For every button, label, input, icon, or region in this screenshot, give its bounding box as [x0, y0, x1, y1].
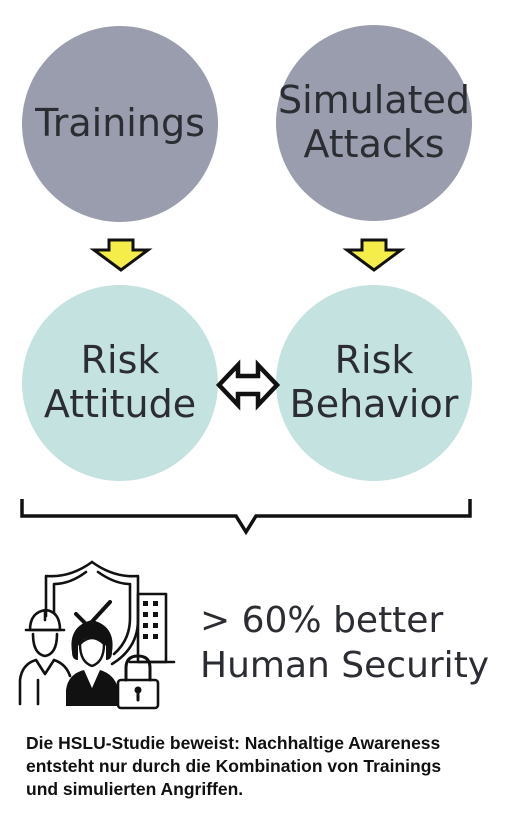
- down-arrow-icon-right: [342, 238, 406, 272]
- brace-icon: [20, 499, 472, 536]
- simulated-attacks-label: Simulated Attacks: [277, 78, 471, 166]
- trainings-circle: Trainings: [22, 26, 218, 222]
- risk-attitude-circle: Risk Attitude: [22, 285, 218, 481]
- simulated-attacks-circle: Simulated Attacks: [276, 25, 472, 221]
- trainings-label: Trainings: [35, 101, 205, 146]
- risk-behavior-label: Risk Behavior: [289, 338, 459, 426]
- result-text: > 60% better Human Security: [200, 600, 490, 686]
- double-arrow-icon: [215, 359, 281, 411]
- risk-behavior-circle: Risk Behavior: [276, 285, 472, 481]
- down-arrow-icon-left: [89, 238, 153, 272]
- risk-attitude-label: Risk Attitude: [43, 338, 197, 426]
- human-security-icon: [18, 560, 176, 710]
- study-caption: Die HSLU-Studie beweist: Nachhaltige Awa…: [26, 733, 442, 799]
